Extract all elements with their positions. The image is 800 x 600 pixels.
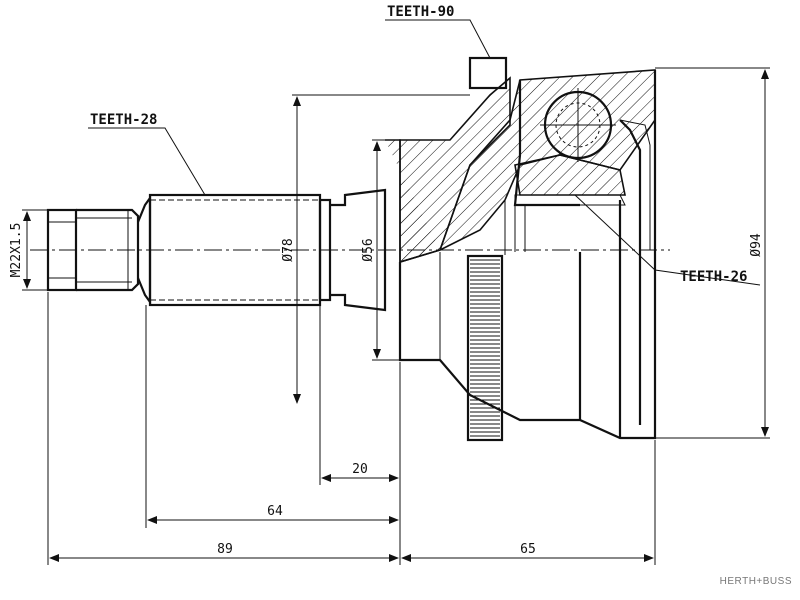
outer-housing [385, 69, 657, 440]
label-teeth-26: TEETH-26 [680, 269, 747, 285]
extension-lines [22, 67, 770, 565]
label-dia-94: Ø94 [749, 233, 764, 257]
label-dia-56: Ø56 [361, 238, 376, 261]
cage [514, 194, 626, 206]
brand-watermark: HERTH+BUSS [720, 576, 792, 587]
label-teeth-28: TEETH-28 [90, 112, 157, 128]
abs-tone-ring [466, 254, 504, 442]
leader-teeth-28 [88, 127, 206, 196]
label-dim-89: 89 [217, 542, 233, 557]
ball [540, 88, 616, 162]
label-thread: M22X1.5 [9, 223, 24, 278]
top-lug [468, 56, 508, 90]
label-dia-78: Ø78 [281, 238, 296, 261]
label-teeth-90: TEETH-90 [387, 4, 454, 20]
label-dim-65: 65 [520, 542, 536, 557]
lower-body [399, 200, 621, 360]
leader-teeth-26 [574, 194, 761, 286]
inner-race [514, 154, 626, 196]
label-dim-20: 20 [352, 462, 368, 477]
leader-teeth-90 [385, 19, 491, 59]
label-dim-64: 64 [267, 504, 283, 519]
